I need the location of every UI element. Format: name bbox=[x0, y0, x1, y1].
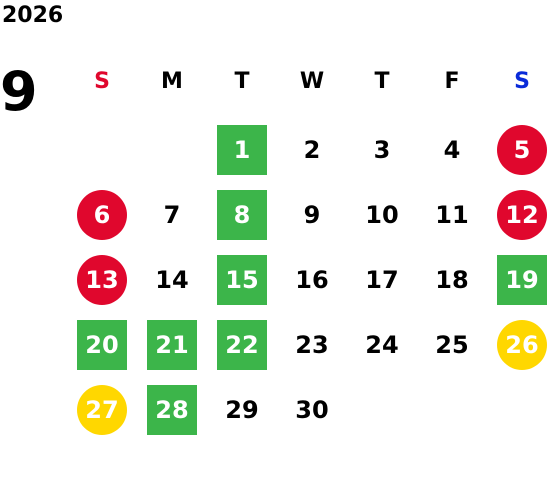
calendar-day[interactable]: 12 bbox=[497, 190, 547, 240]
calendar-day[interactable]: 16 bbox=[295, 266, 329, 294]
calendar-day[interactable]: 5 bbox=[497, 125, 547, 175]
calendar-year: 2026 bbox=[2, 3, 64, 28]
calendar-day[interactable]: 2 bbox=[303, 136, 321, 164]
calendar-day[interactable]: 19 bbox=[497, 255, 547, 305]
calendar-month: 9 bbox=[0, 60, 38, 123]
calendar-day[interactable]: 10 bbox=[365, 201, 399, 229]
calendar-day[interactable]: 4 bbox=[443, 136, 461, 164]
calendar-day[interactable]: 14 bbox=[155, 266, 189, 294]
calendar-day[interactable]: 20 bbox=[77, 320, 127, 370]
calendar-day[interactable]: 24 bbox=[365, 331, 399, 359]
calendar-day[interactable]: 28 bbox=[147, 385, 197, 435]
calendar-day[interactable]: 13 bbox=[77, 255, 127, 305]
weekday-header: S bbox=[514, 68, 530, 94]
weekday-header: S bbox=[94, 68, 110, 94]
calendar-day[interactable]: 15 bbox=[217, 255, 267, 305]
calendar-day[interactable]: 21 bbox=[147, 320, 197, 370]
calendar-day[interactable]: 26 bbox=[497, 320, 547, 370]
weekday-header: T bbox=[234, 68, 250, 94]
calendar-day[interactable]: 27 bbox=[77, 385, 127, 435]
weekday-header: M bbox=[161, 68, 183, 94]
calendar-day[interactable]: 22 bbox=[217, 320, 267, 370]
calendar-day[interactable]: 11 bbox=[435, 201, 469, 229]
calendar-day[interactable]: 30 bbox=[295, 396, 329, 424]
calendar-day[interactable]: 3 bbox=[373, 136, 391, 164]
weekday-header: F bbox=[444, 68, 460, 94]
calendar-day[interactable]: 9 bbox=[303, 201, 321, 229]
calendar-day[interactable]: 23 bbox=[295, 331, 329, 359]
calendar-day[interactable]: 25 bbox=[435, 331, 469, 359]
weekday-header: T bbox=[374, 68, 390, 94]
calendar-day[interactable]: 29 bbox=[225, 396, 259, 424]
calendar-day[interactable]: 7 bbox=[163, 201, 181, 229]
calendar-day[interactable]: 6 bbox=[77, 190, 127, 240]
calendar-day[interactable]: 18 bbox=[435, 266, 469, 294]
weekday-header: W bbox=[299, 68, 325, 94]
calendar-day[interactable]: 1 bbox=[217, 125, 267, 175]
calendar-day[interactable]: 17 bbox=[365, 266, 399, 294]
calendar-day[interactable]: 8 bbox=[217, 190, 267, 240]
